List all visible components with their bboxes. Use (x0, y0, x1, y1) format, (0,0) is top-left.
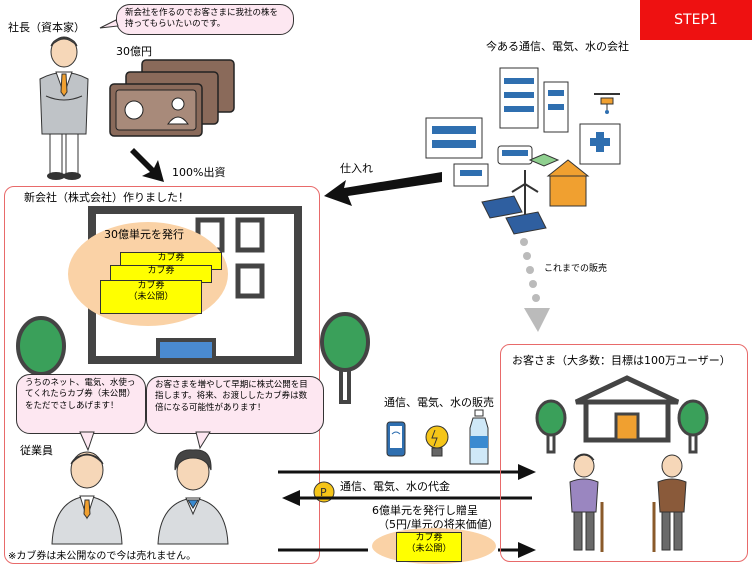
gift-kabu-line1: カブ券 (415, 533, 443, 543)
payment-arrow (282, 490, 532, 506)
gift-label-line2: （5円/単元の将来価値） (378, 518, 499, 531)
past-sales-arrow (520, 238, 550, 332)
city-icon (425, 67, 621, 207)
investment-arrow (130, 148, 164, 182)
speech-tail-right (195, 431, 211, 450)
employee-icon-female (157, 449, 229, 545)
speech-bubble-tail (99, 19, 119, 29)
purchase-arrow (324, 172, 442, 206)
step-badge: STEP1 (640, 0, 752, 40)
water-bottle-icon (469, 409, 489, 465)
capital-amount: 30億円 (116, 45, 152, 58)
president-speech-bubble: 新会社を作るのでお客さまに我社の株を持ってもらいたいのです。 (116, 4, 294, 35)
kabu-ticket-front: カブ券 （未公開） (100, 280, 202, 314)
kabu-ticket-line2: （未公開） (128, 291, 174, 302)
employees-label: 従業員 (20, 444, 53, 457)
svg-text:P: P (320, 486, 327, 499)
customers-region (500, 344, 748, 562)
customers-title: お客さま（大多数：目標は100万ユーザー） (512, 354, 731, 367)
past-sales-label: これまでの販売 (544, 264, 608, 274)
sales-arrow (278, 464, 536, 480)
tree-icon-right (320, 312, 370, 404)
tree-icon-customer-left (535, 399, 567, 454)
person-president-icon (39, 36, 89, 180)
company-title: 新会社（株式会社）作りました！ (24, 191, 189, 204)
solar-panel-icon (481, 195, 547, 235)
kabu-ticket-line1: カブ券 (137, 281, 165, 291)
smartphone-icon (386, 421, 406, 457)
elderly-person-icon-male (652, 454, 687, 552)
payment-label: 通信、電気、水の代金 (340, 480, 450, 493)
gift-kabu-line2: （未公開） (406, 543, 452, 554)
investment-label: 100%出資 (172, 166, 226, 179)
employees-note: ※カブ券は未公開なので今は売れません。 (8, 551, 197, 562)
tree-icon-customer-right (677, 399, 709, 454)
light-bulb-icon (425, 425, 449, 457)
employee-speech-right: お客さまを増やして早期に株式公開を目指します。将来、お渡ししたカブ券は数倍になる… (146, 376, 324, 434)
president-label: 社長（資本家） (8, 21, 85, 34)
house-icon (574, 375, 680, 443)
utilities-label: 今ある通信、電気、水の会社 (486, 40, 629, 53)
gift-arrow (278, 542, 536, 558)
employee-icon (51, 451, 123, 545)
company-region (4, 186, 320, 564)
wind-turbine-icon (511, 170, 539, 218)
employee-speech-left: うちのネット、電気、水使ってくれたらカブ券（未公開）をただでさしあげます！ (16, 374, 146, 434)
gift-label-line1: 6億単元を発行し贈呈 (372, 504, 478, 517)
speech-tail-left (79, 431, 95, 452)
issue-label: 30億単元を発行 (104, 228, 184, 241)
sales-label: 通信、電気、水の販売 (384, 396, 494, 409)
purchase-label: 仕入れ (340, 162, 373, 175)
elderly-person-icon (569, 453, 604, 552)
drone-icon (594, 93, 620, 114)
banknote-icon (109, 59, 235, 137)
gift-kabu-ticket: カブ券 （未公開） (396, 532, 462, 562)
